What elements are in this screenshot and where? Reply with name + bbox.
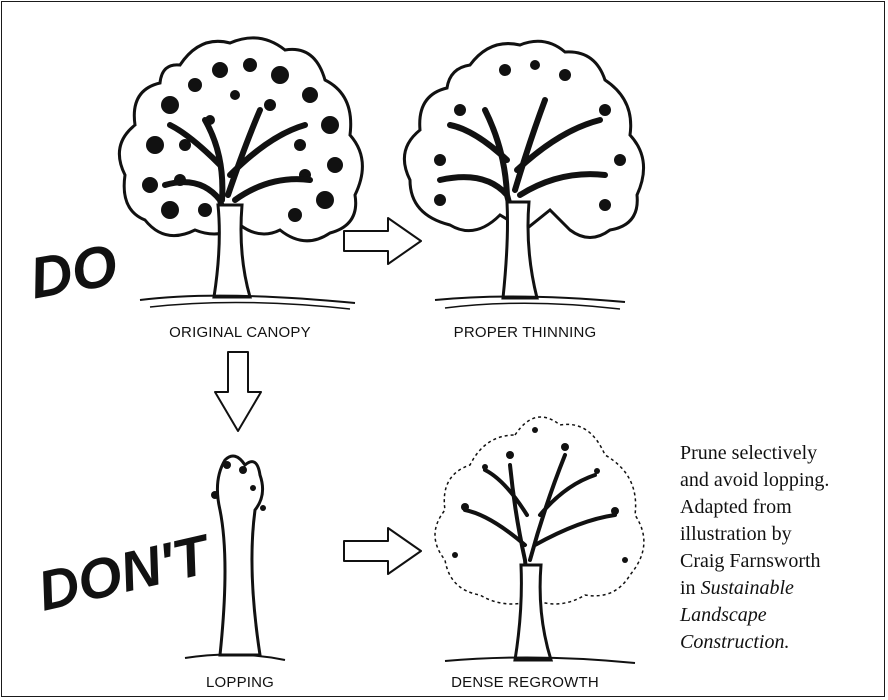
label-proper-thinning: PROPER THINNING xyxy=(430,324,620,341)
caption-line-6: in Sustainable xyxy=(680,575,870,602)
caption-line-1: Prune selectively xyxy=(680,440,870,467)
caption-in: in xyxy=(680,577,696,599)
caption-line-4: illustration by xyxy=(680,521,870,548)
lopping-tree xyxy=(175,440,295,670)
original-canopy-tree xyxy=(110,25,375,320)
arrow-down xyxy=(212,350,264,434)
do-text: DO xyxy=(25,232,122,311)
figure-caption: Prune selectively and avoid lopping. Ada… xyxy=(680,440,870,656)
caption-book-title-2: Landscape xyxy=(680,602,870,629)
dense-regrowth-tree xyxy=(415,395,660,670)
label-dense-regrowth: DENSE REGROWTH xyxy=(425,674,625,691)
caption-book-title-3: Construction. xyxy=(680,629,870,656)
arrow-right-bottom xyxy=(342,525,424,577)
arrow-right-top xyxy=(342,215,424,267)
label-original-canopy: ORIGINAL CANOPY xyxy=(150,324,330,341)
caption-line-5: Craig Farnsworth xyxy=(680,548,870,575)
caption-book-title-1: Sustainable xyxy=(701,577,794,599)
label-lopping: LOPPING xyxy=(185,674,295,691)
caption-line-3: Adapted from xyxy=(680,494,870,521)
proper-thinning-tree xyxy=(395,30,660,320)
caption-line-2: and avoid lopping. xyxy=(680,467,870,494)
